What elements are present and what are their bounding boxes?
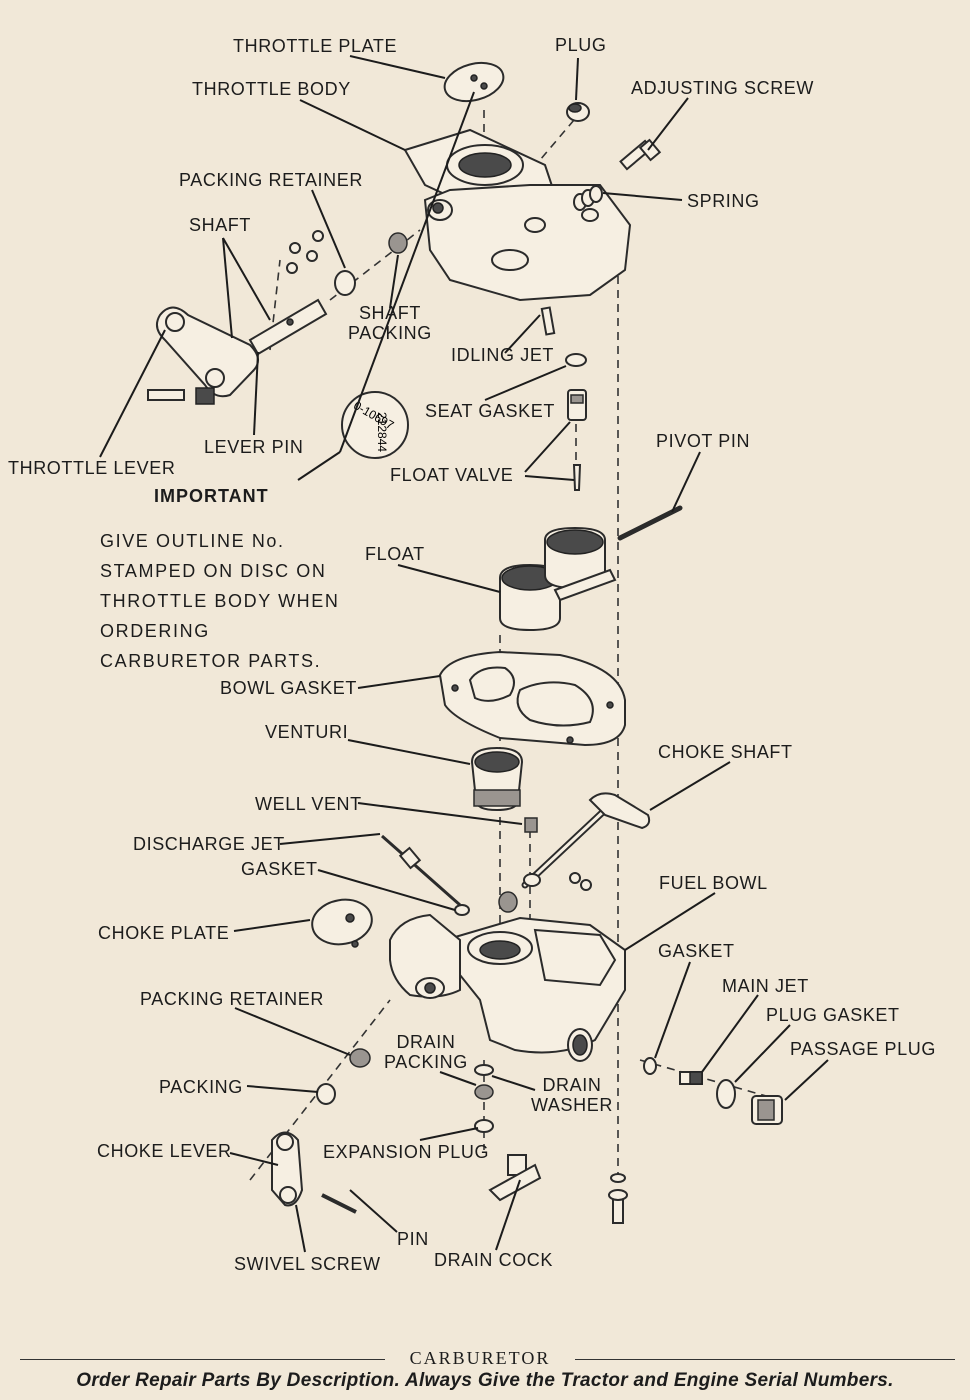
discharge-jet-part [381, 834, 461, 907]
label-passage-plug: PASSAGE PLUG [790, 1039, 936, 1059]
leader-lines [99, 55, 829, 1253]
passage-plug-part [751, 1095, 783, 1125]
label-expansion-plug: EXPANSION PLUG [323, 1142, 490, 1162]
drain-parts [474, 1064, 494, 1133]
plug-part [566, 102, 590, 122]
throttle-lever-part [147, 306, 259, 405]
adjusting-screw-part [619, 138, 662, 171]
label-spring: SPRING [687, 191, 760, 211]
label-throttle-plate: THROTTLE PLATE [233, 36, 398, 56]
label-plug: PLUG [555, 35, 607, 55]
bowl-screw-part [608, 1173, 628, 1224]
carburetor-exploded-diagram: 0-10697 212844 [99, 55, 829, 1253]
idling-jet-part [540, 306, 556, 336]
drain-cock-part [488, 1154, 542, 1202]
label-discharge-jet: DISCHARGE JET [133, 834, 285, 854]
label-throttle-lever: THROTTLE LEVER [8, 458, 176, 478]
label-throttle-body: THROTTLE BODY [192, 79, 351, 99]
label-seat-gasket: SEAT GASKET [425, 401, 555, 421]
shaft-packing-part [388, 232, 408, 254]
label-main-jet: MAIN JET [722, 976, 809, 996]
float-valve-part [567, 389, 587, 491]
throttle-body-part [403, 128, 632, 302]
label-float: FLOAT [365, 544, 425, 564]
disc-marking-line2: 212844 [375, 412, 389, 452]
caption-rule-left [20, 1359, 385, 1360]
footer-note: Order Repair Parts By Description. Alway… [76, 1370, 894, 1391]
label-lever-pin: LEVER PIN [204, 437, 304, 457]
venturi-part [470, 746, 524, 812]
choke-plate-part [311, 898, 373, 948]
label-pivot-pin: PIVOT PIN [656, 431, 751, 451]
label-fuel-bowl: FUEL BOWL [659, 873, 768, 893]
packing-retainer-bottom-part [349, 1048, 371, 1068]
label-packing-retainer-bottom: PACKING RETAINER [140, 989, 324, 1009]
important-note: GIVE OUTLINE No. STAMPED ON DISC ON THRO… [100, 531, 340, 671]
diagram-caption: CARBURETOR [409, 1348, 551, 1368]
label-adjusting-screw: ADJUSTING SCREW [631, 78, 815, 98]
outline-number-disc: 0-10697 212844 [341, 391, 409, 459]
label-drain-cock: DRAIN COCK [434, 1250, 554, 1270]
discharge-jet-gasket-part [454, 904, 470, 916]
label-packing: PACKING [159, 1077, 243, 1097]
bowl-gasket-part [438, 650, 626, 747]
throttle-plate [443, 61, 505, 103]
label-plug-gasket: PLUG GASKET [766, 1005, 900, 1025]
plug-gasket-part [716, 1079, 736, 1109]
packing-retainer-top-part [334, 270, 356, 296]
label-choke-shaft: CHOKE SHAFT [658, 742, 793, 762]
packing-part [316, 1083, 336, 1105]
choke-shaft-part [521, 792, 651, 891]
important-heading: IMPORTANT [154, 486, 269, 506]
fuel-bowl-part [389, 913, 626, 1062]
shaft-part [248, 298, 328, 356]
label-gasket-upper: GASKET [241, 859, 318, 879]
lower-gasket-part [643, 1057, 657, 1075]
label-shaft-packing: SHAFT PACKING [348, 303, 432, 343]
shaft-screws [286, 230, 324, 274]
label-well-vent: WELL VENT [255, 794, 362, 814]
label-drain-washer: DRAIN WASHER [531, 1075, 613, 1115]
well-vent-part [524, 817, 538, 833]
choke-lever-part [271, 1131, 304, 1207]
label-drain-packing: DRAIN PACKING [384, 1032, 468, 1072]
pin-part [321, 1193, 357, 1214]
label-bowl-gasket: BOWL GASKET [220, 678, 357, 698]
label-venturi: VENTURI [265, 722, 349, 742]
label-packing-retainer-top: PACKING RETAINER [179, 170, 363, 190]
label-choke-lever: CHOKE LEVER [97, 1141, 232, 1161]
choke-shaft-packing-part [498, 891, 518, 913]
label-choke-plate: CHOKE PLATE [98, 923, 230, 943]
label-float-valve: FLOAT VALVE [390, 465, 514, 485]
label-pin: PIN [397, 1229, 429, 1249]
label-swivel-screw: SWIVEL SCREW [234, 1254, 381, 1274]
pivot-pin-part [617, 505, 683, 541]
caption-row: CARBURETOR [0, 1348, 970, 1370]
label-shaft: SHAFT [189, 215, 252, 235]
float-part [499, 526, 617, 632]
label-idling-jet: IDLING JET [451, 345, 555, 365]
seat-gasket-part [565, 353, 587, 367]
spring-part [573, 185, 603, 211]
label-gasket-lower: GASKET [658, 941, 735, 961]
caption-rule-right [575, 1359, 955, 1360]
main-jet-part [679, 1071, 703, 1085]
